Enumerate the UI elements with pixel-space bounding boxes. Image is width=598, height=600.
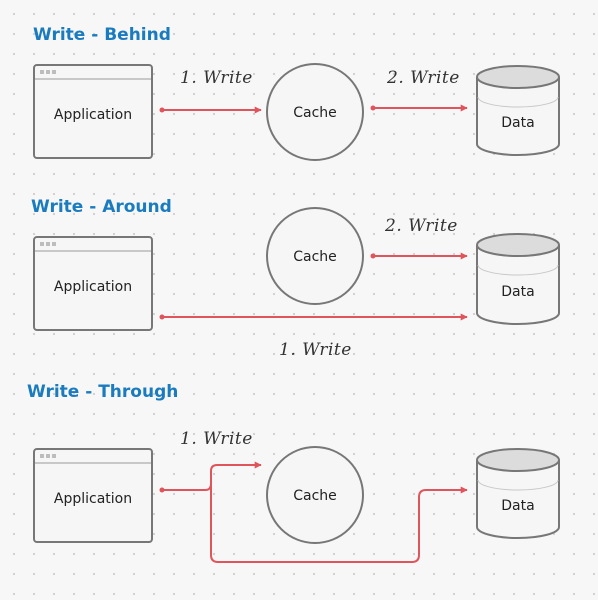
cache-label: Cache [293,105,337,121]
application-box: Application [33,64,153,159]
step2-label: 2. Write [384,216,458,236]
cache-node: Cache [266,207,364,305]
section-write-behind: Write - Behind Application Cache Data 1.… [33,25,560,161]
step1-label: 1. Write [180,429,253,449]
section-write-around: Write - Around Application Cache Data 2.… [31,197,560,360]
application-box: Application [33,448,153,543]
application-label: Application [54,491,132,507]
arrow-cache-to-data [370,104,468,112]
step1-label: 1. Write [279,340,352,360]
data-label: Data [501,498,534,514]
section-write-through: Write - Through Application Cache Data 1… [27,382,560,563]
data-label: Data [501,115,534,131]
section-title: Write - Behind [33,25,171,45]
arrow-app-to-data [159,313,468,321]
section-title: Write - Through [27,382,178,402]
step1-label: 1. Write [180,68,253,88]
arrow-app-to-cache [159,106,262,114]
section-title: Write - Around [31,197,172,217]
data-store: Data [476,233,560,325]
data-store: Data [476,65,560,156]
application-box: Application [33,236,153,331]
cache-node: Cache [266,63,364,161]
arrow-cache-to-data [370,252,468,260]
arrow-app-to-cache [159,461,262,493]
cache-label: Cache [293,488,337,504]
application-label: Application [54,279,132,295]
data-label: Data [501,284,534,300]
application-label: Application [54,107,132,123]
cache-label: Cache [293,249,337,265]
cache-node: Cache [266,446,364,544]
step2-label: 2. Write [386,68,460,88]
data-store: Data [476,448,560,539]
arrow-app-to-data [210,484,468,563]
